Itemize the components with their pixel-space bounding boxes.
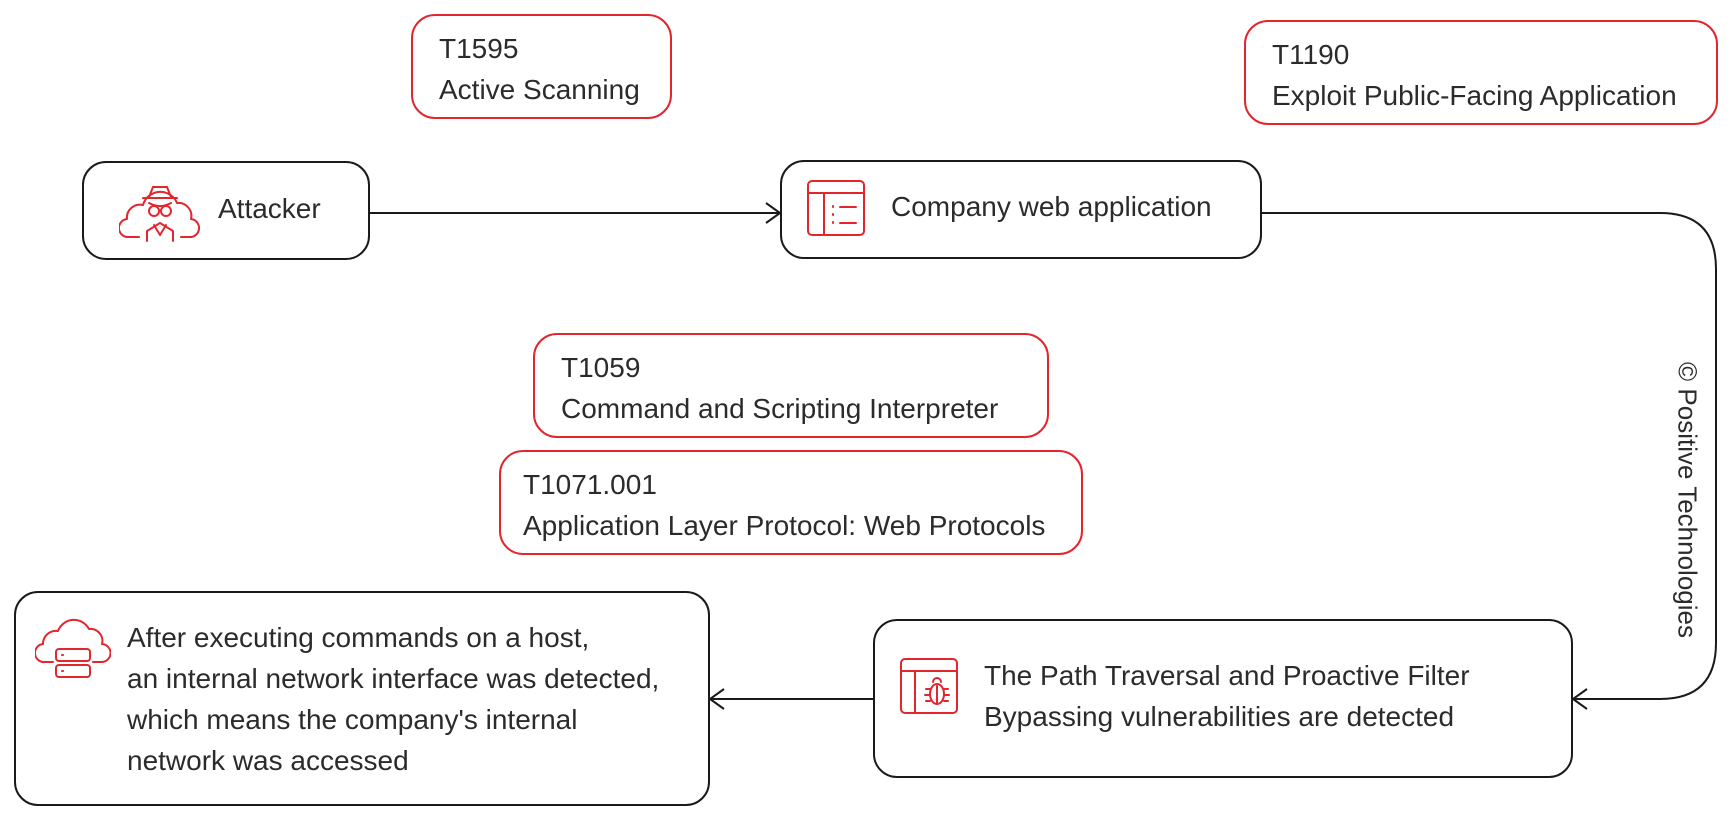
technique-id: T1190 — [1272, 39, 1350, 70]
web-window-icon — [807, 180, 865, 236]
technique-t1595: T1595 Active Scanning — [411, 14, 672, 119]
webapp-node — [780, 160, 1262, 259]
arrowhead-vulns — [1571, 688, 1588, 710]
vulnerabilities-node — [873, 619, 1573, 778]
webapp-label: Company web application — [891, 191, 1212, 222]
copyright-text: © Positive Technologies — [1672, 362, 1703, 638]
internal-network-line: an internal network interface was detect… — [127, 663, 660, 694]
arrow-webapp-to-vulns — [1262, 212, 1717, 700]
technique-t1059: T1059 Command and Scripting Interpreter — [533, 333, 1049, 438]
technique-id: T1071.001 — [523, 469, 657, 500]
attacker-label: Attacker — [218, 193, 321, 224]
vulnerabilities-text: The Path Traversal and Proactive Filter … — [984, 655, 1470, 737]
technique-name: Exploit Public-Facing Application — [1272, 80, 1677, 111]
internal-network-text: After executing commands on a host, an i… — [127, 617, 659, 781]
internal-network-line: which means the company's internal — [127, 704, 578, 735]
bug-window-icon — [900, 658, 958, 714]
vulnerabilities-line: The Path Traversal and Proactive Filter — [984, 660, 1470, 691]
technique-id: T1595 — [439, 33, 519, 64]
technique-t1190: T1190 Exploit Public-Facing Application — [1244, 20, 1718, 125]
internal-network-node — [14, 591, 710, 806]
server-cloud-icon — [35, 618, 111, 678]
technique-name: Active Scanning — [439, 74, 640, 105]
technique-id: T1059 — [561, 352, 641, 383]
technique-t1071-001: T1071.001 Application Layer Protocol: We… — [499, 450, 1083, 555]
internal-network-line: network was accessed — [127, 745, 409, 776]
internal-network-line: After executing commands on a host, — [127, 622, 590, 653]
technique-name: Application Layer Protocol: Web Protocol… — [523, 510, 1046, 541]
technique-name: Command and Scripting Interpreter — [561, 393, 999, 424]
hacker-cloud-icon — [119, 186, 200, 242]
vulnerabilities-line: Bypassing vulnerabilities are detected — [984, 701, 1455, 732]
arrowhead-network — [708, 688, 725, 710]
